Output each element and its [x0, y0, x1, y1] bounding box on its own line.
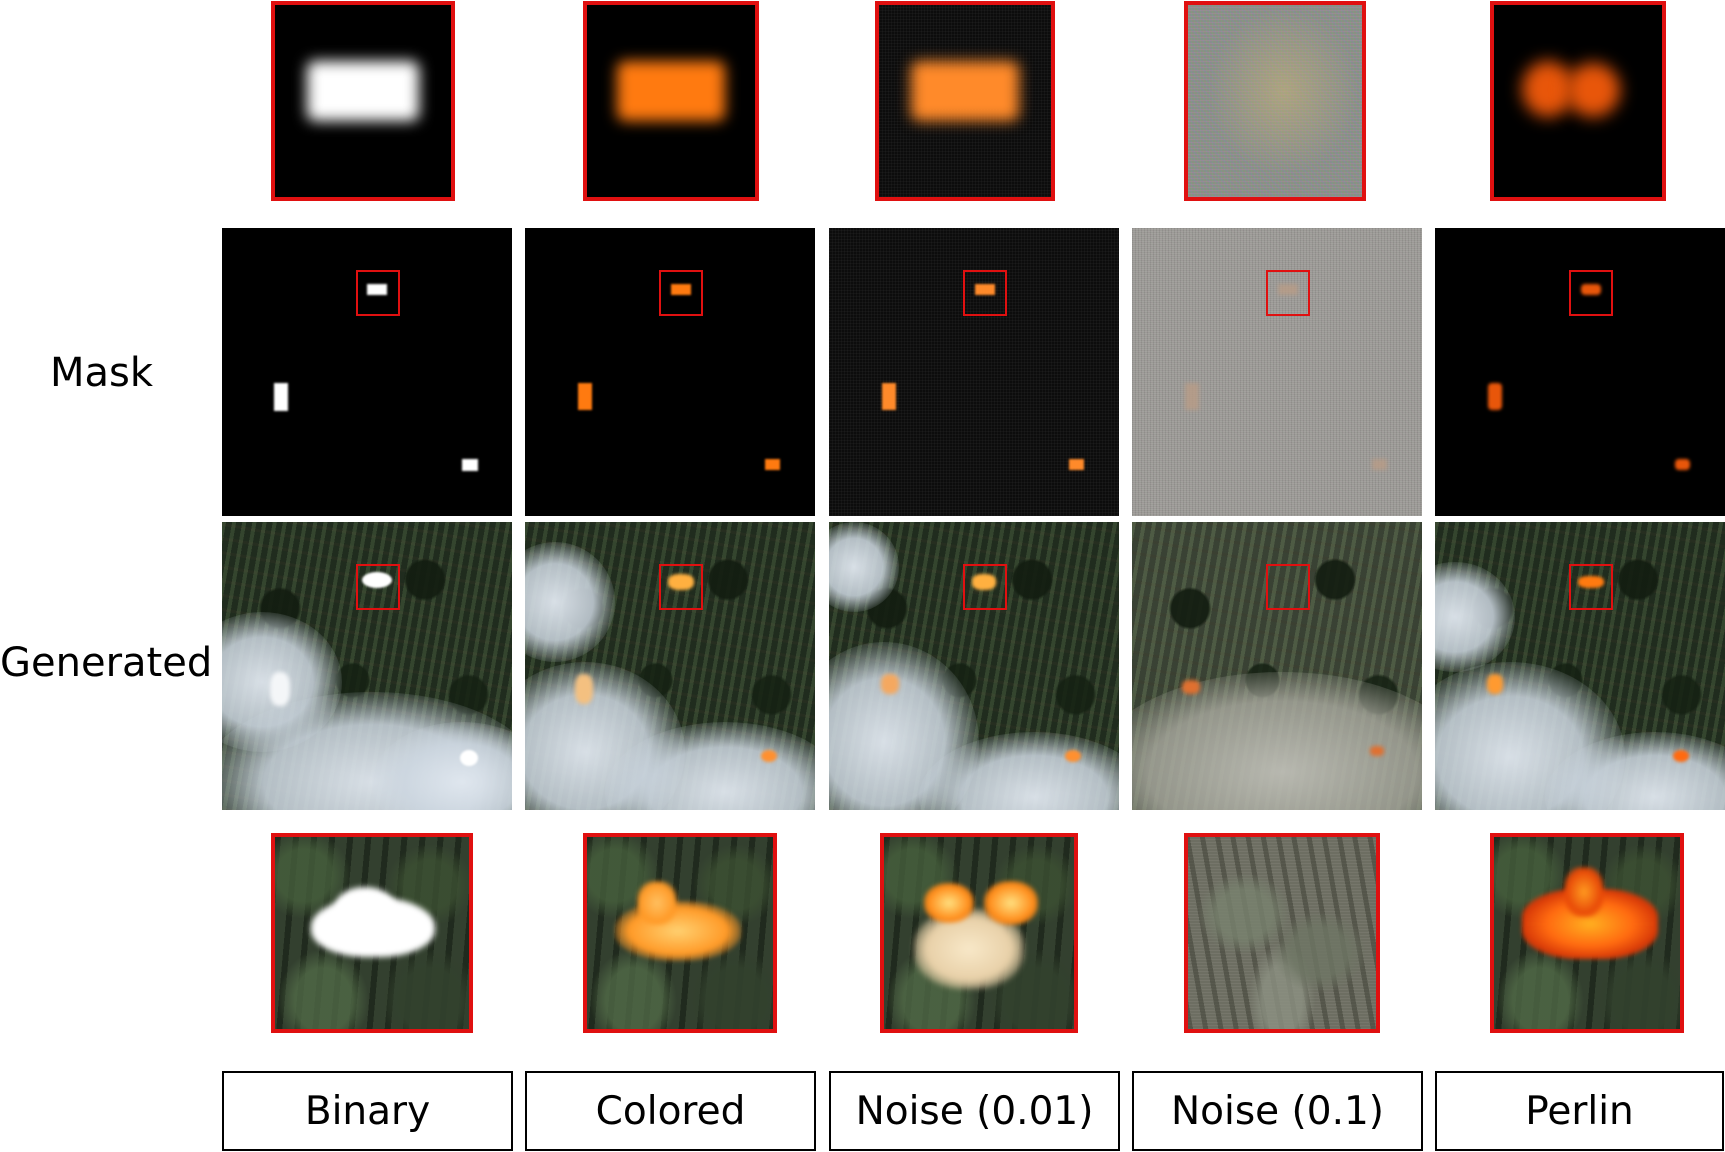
- mask-blob: [462, 459, 478, 471]
- highlight-box: [659, 270, 703, 316]
- fire-blob: [270, 672, 290, 706]
- fire-blob: [575, 674, 593, 704]
- smoke: [829, 522, 899, 612]
- fire-blob: [335, 887, 395, 927]
- generated-noise-01: [1132, 522, 1422, 810]
- row-label-mask: Mask: [50, 350, 154, 396]
- fire-blob: [362, 572, 392, 588]
- mask-blob: [1675, 459, 1690, 470]
- highlight-box: [1569, 270, 1613, 316]
- mask-blob: [1566, 63, 1620, 117]
- fire-blob: [1578, 576, 1604, 588]
- mask-blob: [1278, 284, 1298, 295]
- fire-blob: [460, 750, 478, 766]
- mask-colored: [525, 228, 815, 516]
- caption-noise-001: Noise (0.01): [829, 1071, 1120, 1151]
- mask-zoom-colored: [583, 1, 759, 201]
- generated-zoom-binary: [271, 833, 473, 1033]
- generated-zoom-noise-001: [880, 833, 1078, 1033]
- highlight-box: [1266, 564, 1310, 610]
- mask-zoom-noise-001: [875, 1, 1055, 201]
- fire-blob: [1065, 750, 1081, 762]
- generated-zoom-noise-01: [1184, 833, 1380, 1033]
- fire-blob: [881, 674, 899, 694]
- mask-blob: [1522, 61, 1574, 117]
- fire-blob: [1673, 750, 1689, 762]
- mask-blob: [1581, 284, 1601, 295]
- mask-blob: [1185, 383, 1199, 410]
- caption-perlin: Perlin: [1435, 1071, 1724, 1151]
- mask-blob: [765, 459, 780, 470]
- mask-zoom-binary: [271, 1, 455, 201]
- caption-noise-01: Noise (0.1): [1132, 1071, 1423, 1151]
- generated-binary: [222, 522, 512, 810]
- mask-blob: [578, 383, 592, 410]
- fire-blob: [668, 574, 694, 590]
- mask-noise-001: [829, 228, 1119, 516]
- mask-zoom-perlin: [1490, 1, 1666, 201]
- mask-blob: [367, 284, 387, 295]
- fire-blob: [1564, 867, 1604, 917]
- highlight-box: [356, 564, 400, 610]
- fire-blob: [761, 750, 777, 762]
- generated-noise-001: [829, 522, 1119, 810]
- mask-blob: [1372, 459, 1387, 470]
- fire-blob: [924, 883, 974, 923]
- mask-binary: [222, 228, 512, 516]
- generated-zoom-perlin: [1490, 833, 1684, 1033]
- fire-blob: [1487, 674, 1503, 694]
- row-label-generated: Generated: [0, 640, 213, 686]
- fire-blob: [1182, 680, 1200, 694]
- mask-blob: [1488, 383, 1502, 410]
- mask-blob: [911, 61, 1019, 121]
- fire-blob: [615, 901, 741, 961]
- mask-blob: [617, 61, 725, 121]
- mask-blob: [975, 284, 995, 295]
- mask-blob: [1069, 459, 1084, 470]
- generated-perlin: [1435, 522, 1725, 810]
- mask-blob: [671, 284, 691, 295]
- mask-blob: [274, 383, 288, 411]
- mask-blob: [882, 383, 896, 410]
- generated-colored: [525, 522, 815, 810]
- fire-blob: [637, 881, 677, 925]
- highlight-box: [1266, 270, 1310, 316]
- mask-blob: [307, 61, 419, 121]
- generated-zoom-colored: [583, 833, 777, 1033]
- mask-noise-01: [1132, 228, 1422, 516]
- fire-blob: [1370, 746, 1384, 756]
- mask-zoom-noise-01: [1184, 1, 1366, 201]
- highlight-box: [963, 270, 1007, 316]
- highlight-box: [1569, 564, 1613, 610]
- smoke: [1435, 562, 1515, 672]
- highlight-box: [963, 564, 1007, 610]
- caption-binary: Binary: [222, 1071, 513, 1151]
- highlight-box: [659, 564, 703, 610]
- fire-blob: [972, 574, 996, 590]
- highlight-box: [356, 270, 400, 316]
- fire-blob: [984, 881, 1038, 925]
- caption-colored: Colored: [525, 1071, 816, 1151]
- smoke: [1132, 672, 1422, 810]
- smoke: [525, 542, 615, 662]
- mask-perlin: [1435, 228, 1725, 516]
